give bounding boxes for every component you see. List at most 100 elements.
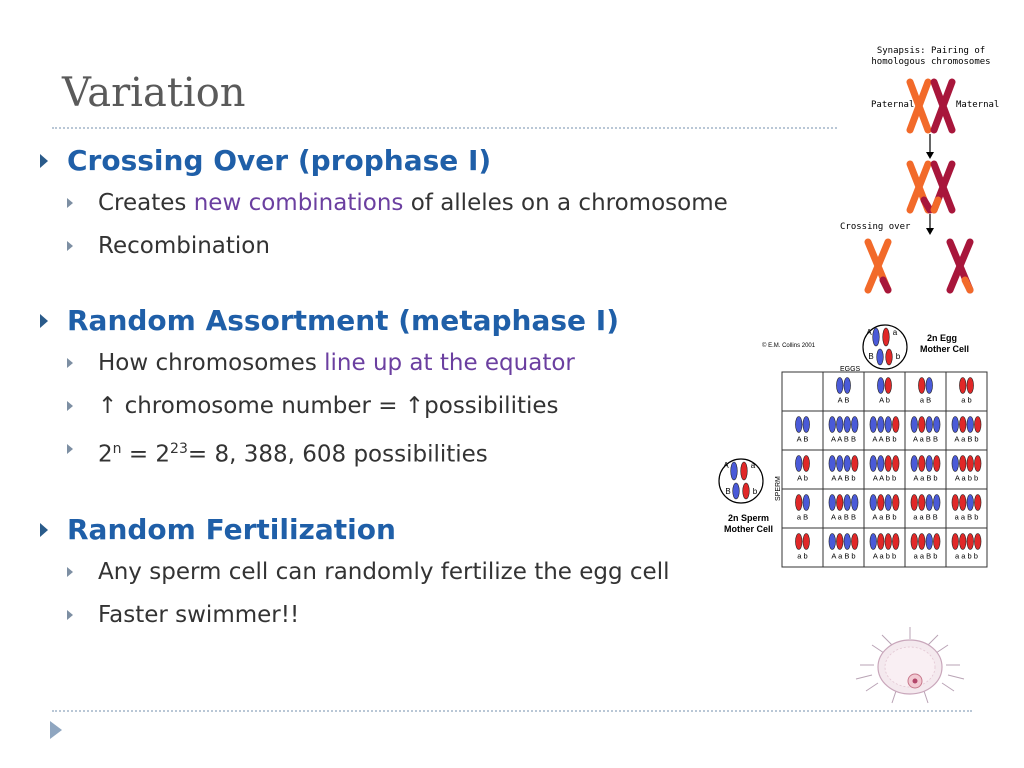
sperm-mother-cell xyxy=(718,458,764,504)
genotype-label: A a b b xyxy=(873,552,896,561)
chromosome xyxy=(959,533,967,550)
genotype-label: A b xyxy=(797,474,808,483)
sub-bullet-text: Any sperm cell can randomly fertilize th… xyxy=(98,558,670,585)
allele-label: a xyxy=(893,328,898,337)
chromosome xyxy=(843,533,851,550)
sperm-cell-label-1: 2n Sperm xyxy=(728,513,769,523)
allele-label: A xyxy=(866,328,872,337)
chromosome xyxy=(872,327,880,347)
eggs-label: EGGS xyxy=(840,366,861,373)
chromosome xyxy=(836,377,844,394)
chromosome xyxy=(828,416,836,433)
chromosome xyxy=(959,416,967,433)
genotype-label: A A B b xyxy=(872,435,896,444)
chromosome xyxy=(869,494,877,511)
chromosome xyxy=(951,494,959,511)
chromosome xyxy=(843,377,851,394)
genotype-label: a a b b xyxy=(955,552,978,561)
genotype-label: a b xyxy=(961,396,971,405)
genotype-label: A a B b xyxy=(954,435,978,444)
chromosome-pair-bottom xyxy=(864,238,974,294)
sperm-label: SPERM xyxy=(775,476,782,501)
sub-bullet: How chromosomes line up at the equator xyxy=(67,342,840,385)
chromosome xyxy=(910,416,918,433)
chromosome xyxy=(869,533,877,550)
sperm-cell-label-2: Mother Cell xyxy=(724,524,773,534)
genotype-label: A a b b xyxy=(955,474,978,483)
highlight-text: new combinations xyxy=(193,190,404,216)
chromosome xyxy=(836,416,844,433)
genotype-label: a B xyxy=(920,396,931,405)
arrow-head xyxy=(926,228,934,235)
genotype-label: A B xyxy=(797,435,809,444)
allele-label: b xyxy=(753,487,758,496)
genotype-label: a a B B xyxy=(913,513,938,522)
chromosome-pair-middle xyxy=(906,160,956,214)
chromosome xyxy=(851,455,859,472)
chromosome xyxy=(851,533,859,550)
chromosome xyxy=(892,533,900,550)
bullet-heading: Crossing Over (prophase I) xyxy=(67,144,492,177)
chromosome xyxy=(925,455,933,472)
chromosome xyxy=(795,494,803,511)
chromosome xyxy=(836,455,844,472)
chromosome xyxy=(933,494,941,511)
chromosome xyxy=(933,416,941,433)
chromosome xyxy=(732,482,740,500)
chromosome xyxy=(877,416,885,433)
chromosome xyxy=(851,416,859,433)
sub-bullet: Faster swimmer!! xyxy=(67,594,840,637)
allele-label: b xyxy=(896,352,901,361)
chromosome xyxy=(843,494,851,511)
chromosome xyxy=(892,455,900,472)
maternal-label: Maternal xyxy=(956,100,999,110)
chromosome xyxy=(892,416,900,433)
genotype-label: A a B B xyxy=(913,435,938,444)
chromosome xyxy=(892,494,900,511)
sub-bullet-text: 2 xyxy=(98,441,113,468)
chromosome xyxy=(884,416,892,433)
chromosome xyxy=(828,533,836,550)
chromosome xyxy=(974,455,982,472)
chromosome xyxy=(877,494,885,511)
chromosome xyxy=(910,494,918,511)
chromosome xyxy=(742,482,750,500)
synapsis-title-line1: Synapsis: Pairing of xyxy=(877,46,985,56)
chromosome xyxy=(828,494,836,511)
genotype-label: A a B b xyxy=(913,474,937,483)
slide-title: Variation xyxy=(62,70,246,116)
sub-bullet: 2n = 223= 8, 388, 608 possibilities xyxy=(67,428,840,477)
chromosome xyxy=(876,348,884,366)
chromosome xyxy=(740,461,748,481)
bullet-random-assortment: Random Assortment (metaphase I) How chro… xyxy=(40,302,840,477)
chromosome xyxy=(966,416,974,433)
allele-label: a xyxy=(751,461,756,470)
chromosome xyxy=(966,455,974,472)
superscript: n xyxy=(112,441,122,457)
chromosome xyxy=(951,455,959,472)
chromosome xyxy=(933,455,941,472)
chromosome xyxy=(918,416,926,433)
sub-bullet-text: = 8, 388, 608 possibilities xyxy=(187,441,488,468)
chromosome xyxy=(918,494,926,511)
footer-divider xyxy=(52,710,972,712)
chromosome xyxy=(910,533,918,550)
bullet-random-fertilization: Random Fertilization Any sperm cell can … xyxy=(40,511,840,637)
chromosome xyxy=(951,533,959,550)
chromosome xyxy=(802,494,810,511)
bullet-heading: Random Fertilization xyxy=(67,512,396,546)
genotype-label: a a B b xyxy=(914,552,938,561)
chromosome xyxy=(730,461,738,481)
egg-cell-rays xyxy=(855,627,965,704)
chromosome xyxy=(836,494,844,511)
chromosome xyxy=(836,533,844,550)
chromosome xyxy=(795,533,803,550)
genotype-label: A A B B xyxy=(831,435,856,444)
genotype-label: A a B B xyxy=(831,513,856,522)
genotype-label: A a B b xyxy=(831,552,855,561)
genotype-label: a b xyxy=(797,552,807,561)
chromosome xyxy=(925,377,933,394)
